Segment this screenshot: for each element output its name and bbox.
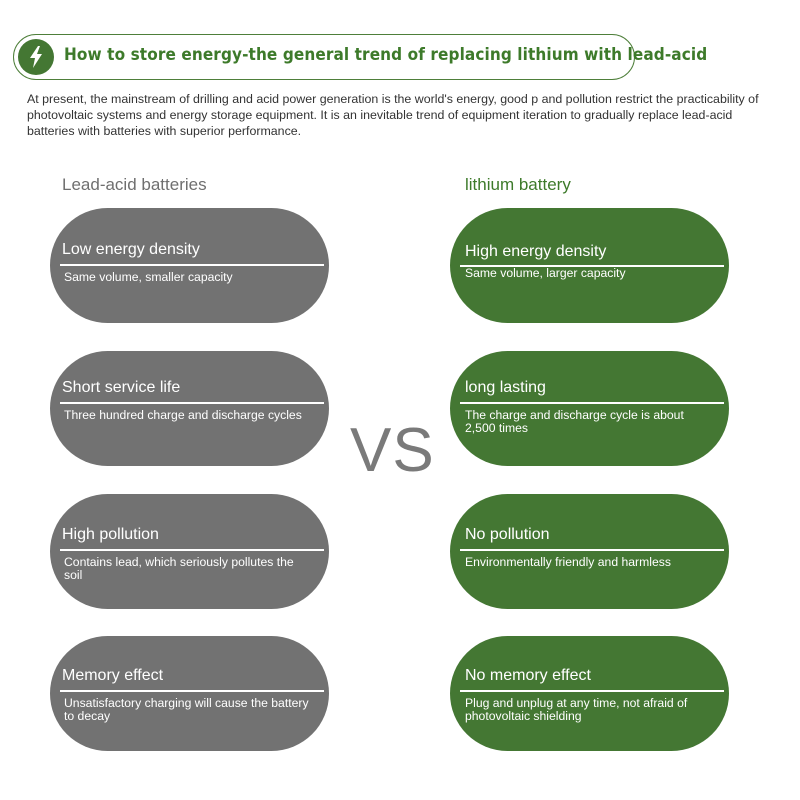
card-divider: [460, 402, 724, 404]
card-description: Same volume, smaller capacity: [64, 270, 233, 284]
card-description: Same volume, larger capacity: [465, 266, 626, 280]
card-description: The charge and discharge cycle is about …: [465, 408, 684, 435]
card-divider: [60, 402, 324, 404]
card-description: Unsatisfactory charging will cause the b…: [64, 696, 309, 723]
header-banner: How to store energy-the general trend of…: [13, 34, 707, 80]
lead-acid-card-pollution: High pollution Contains lead, which seri…: [50, 494, 329, 609]
card-title: High energy density: [465, 243, 607, 260]
lead-acid-card-energy-density: Low energy density Same volume, smaller …: [50, 208, 329, 323]
card-divider: [60, 690, 324, 692]
card-divider: [460, 690, 724, 692]
intro-paragraph: At present, the mainstream of drilling a…: [27, 92, 759, 138]
lithium-card-no-pollution: No pollution Environmentally friendly an…: [450, 494, 729, 609]
lead-acid-card-service-life: Short service life Three hundred charge …: [50, 351, 329, 466]
card-description: Three hundred charge and discharge cycle…: [64, 408, 302, 422]
lithium-card-energy-density: High energy density Same volume, larger …: [450, 208, 729, 323]
lead-acid-card-memory-effect: Memory effect Unsatisfactory charging wi…: [50, 636, 329, 751]
card-description: Plug and unplug at any time, not afraid …: [465, 696, 688, 723]
card-divider: [60, 549, 324, 551]
card-title: No pollution: [465, 526, 550, 543]
card-title: long lasting: [465, 379, 546, 396]
vs-label: VS: [350, 416, 435, 485]
card-description: Contains lead, which seriously pollutes …: [64, 555, 294, 582]
card-description: Environmentally friendly and harmless: [465, 555, 671, 569]
card-divider: [460, 265, 724, 267]
card-title: Short service life: [62, 379, 181, 396]
card-title: Memory effect: [62, 667, 164, 684]
card-divider: [460, 549, 724, 551]
lithium-heading: lithium battery: [465, 175, 571, 194]
lightning-bolt-icon: [18, 39, 54, 75]
card-title: Low energy density: [62, 241, 200, 258]
card-title: High pollution: [62, 526, 159, 543]
card-divider: [60, 264, 324, 266]
lithium-card-no-memory-effect: No memory effect Plug and unplug at any …: [450, 636, 729, 751]
lithium-card-long-lasting: long lasting The charge and discharge cy…: [450, 351, 729, 466]
card-title: No memory effect: [465, 667, 591, 684]
lead-acid-heading: Lead-acid batteries: [62, 175, 207, 194]
page-title: How to store energy-the general trend of…: [64, 45, 708, 65]
